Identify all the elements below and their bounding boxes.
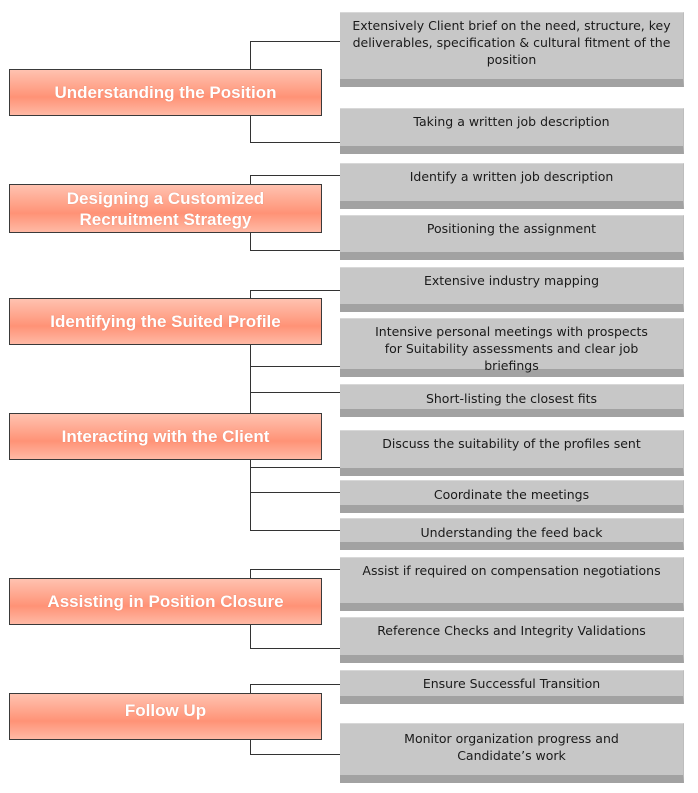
task-identify-job-description: Identify a written job description — [340, 163, 684, 209]
connector-line — [250, 530, 340, 531]
connector-line — [250, 648, 340, 649]
task-coordinate-meetings: Coordinate the meetings — [340, 480, 684, 513]
connector-line — [250, 569, 340, 570]
task-client-brief: Extensively Client brief on the need, st… — [340, 12, 684, 87]
connector-line — [250, 467, 340, 468]
task-written-job-description: Taking a written job description — [340, 108, 684, 154]
stage-follow-up: Follow Up — [9, 693, 322, 740]
task-understanding-feedback: Understanding the feed back — [340, 518, 684, 550]
connector-line — [250, 290, 340, 291]
task-reference-checks: Reference Checks and Integrity Validatio… — [340, 617, 684, 663]
connector-line — [250, 366, 340, 367]
task-personal-meetings: Intensive personal meetings with prospec… — [340, 318, 684, 377]
connector-line — [250, 142, 340, 143]
stage-understanding-position: Understanding the Position — [9, 69, 322, 116]
task-positioning-assignment: Positioning the assignment — [340, 215, 684, 260]
connector-line — [250, 684, 340, 685]
stage-identifying-profile: Identifying the Suited Profile — [9, 298, 322, 345]
connector-line — [250, 290, 251, 530]
stage-designing-strategy: Designing a Customized Recruitment Strat… — [9, 184, 322, 233]
task-discuss-suitability: Discuss the suitability of the profiles … — [340, 430, 684, 476]
task-short-listing: Short-listing the closest fits — [340, 384, 684, 417]
task-compensation-negotiations: Assist if required on compensation negot… — [340, 557, 684, 611]
stage-interacting-client: Interacting with the Client — [9, 413, 322, 460]
connector-line — [250, 41, 340, 42]
stage-assisting-closure: Assisting in Position Closure — [9, 578, 322, 625]
connector-line — [250, 492, 340, 493]
task-monitor-progress: Monitor organization progress and Candid… — [340, 723, 684, 783]
connector-line — [250, 175, 340, 176]
connector-line — [250, 250, 340, 251]
task-ensure-transition: Ensure Successful Transition — [340, 670, 684, 704]
connector-line — [250, 754, 340, 755]
connector-line — [250, 392, 340, 393]
task-industry-mapping: Extensive industry mapping — [340, 267, 684, 312]
